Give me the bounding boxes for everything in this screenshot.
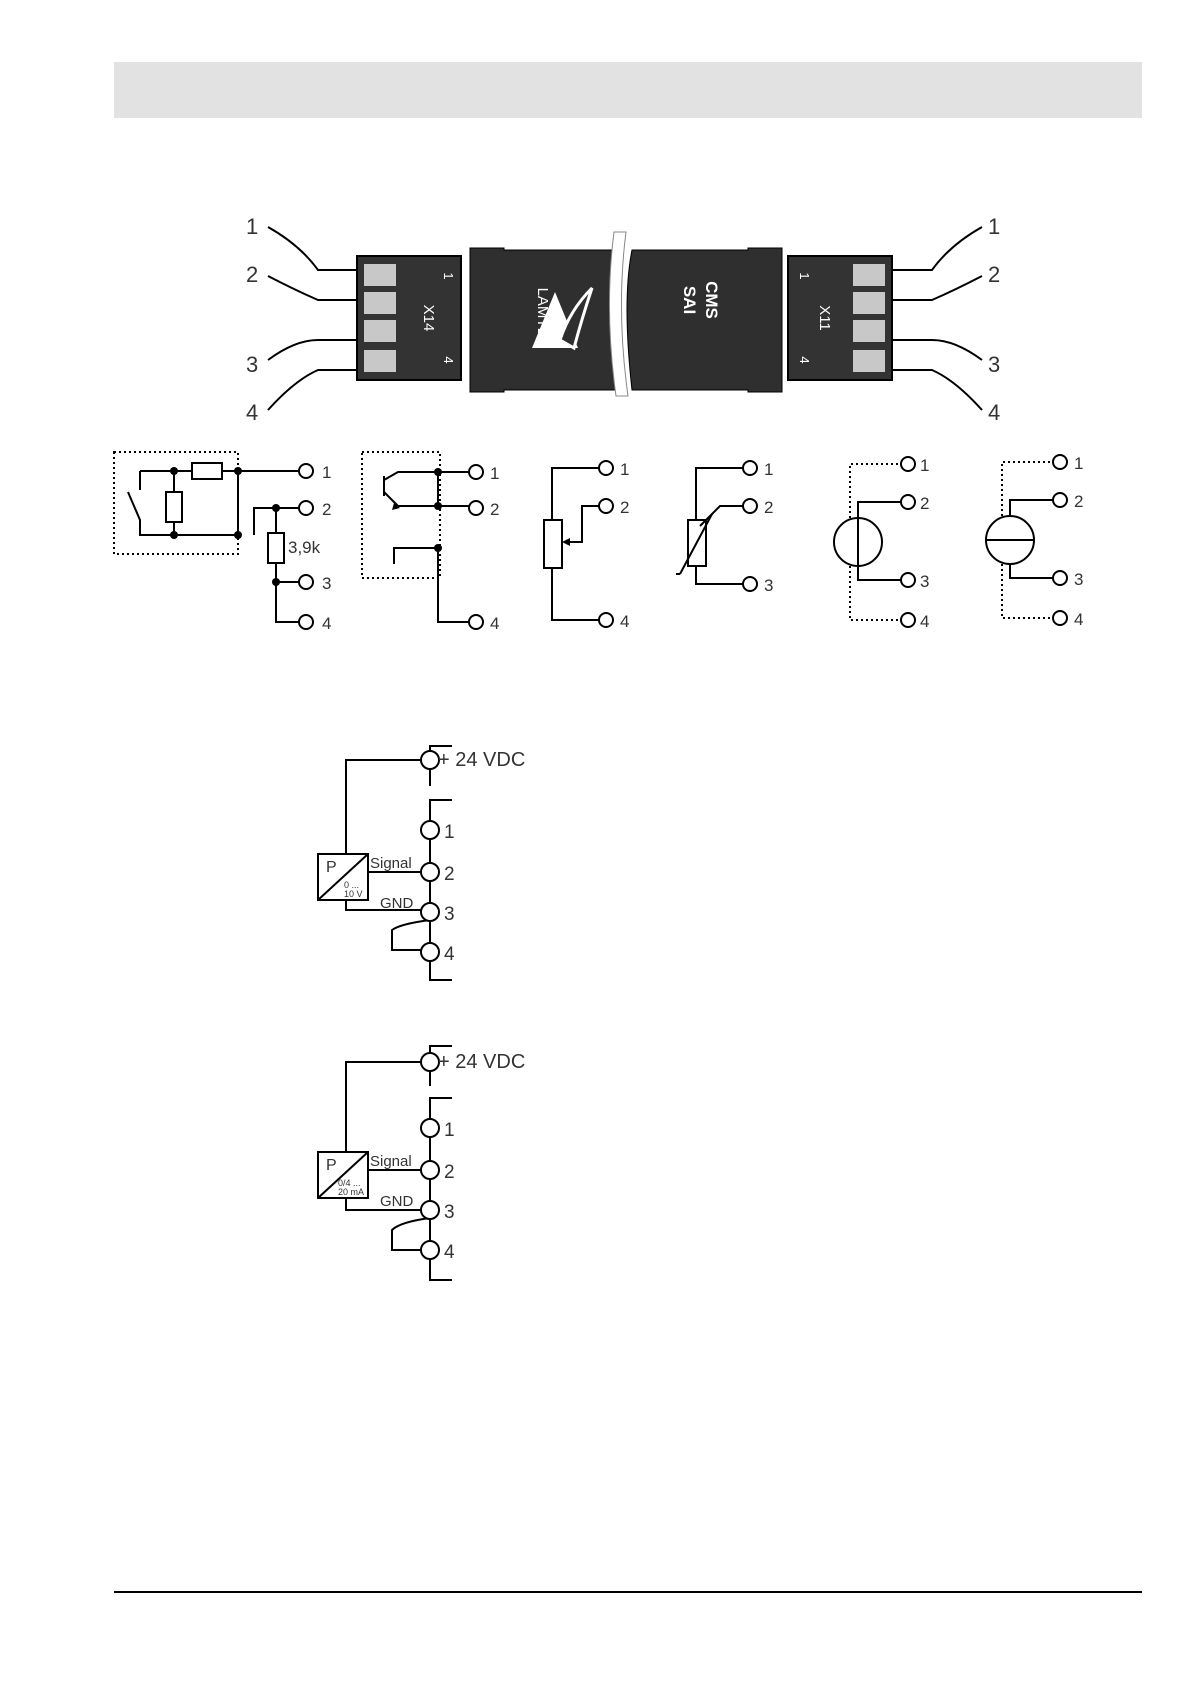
transmitter-voltage: P 0 ... 10 V Signal GND + 24 VDC 1 2 3 4 — [318, 746, 525, 980]
svg-text:2: 2 — [322, 500, 331, 519]
product-line-1: CMS — [702, 281, 721, 319]
svg-text:4: 4 — [322, 614, 331, 633]
svg-text:4: 4 — [920, 612, 929, 631]
terminal-block-x11: X11 1 4 — [788, 256, 892, 380]
circuit-thermistor: 1 2 3 — [676, 460, 773, 595]
svg-text:4: 4 — [444, 944, 455, 965]
left-wire-label-1: 1 — [246, 214, 258, 239]
tv-signal: Signal — [370, 855, 412, 872]
svg-text:1: 1 — [764, 460, 773, 479]
circuit-voltage-source: 1 2 3 4 — [834, 456, 929, 631]
svg-text:2: 2 — [444, 1162, 455, 1183]
svg-text:1: 1 — [490, 464, 499, 483]
tc-box-letter: P — [326, 1157, 337, 1174]
x11-label: X11 — [816, 305, 833, 331]
terminal-block-x14: X14 1 4 — [357, 256, 461, 380]
left-wire-label-4: 4 — [246, 400, 258, 425]
svg-text:3: 3 — [322, 574, 331, 593]
x11-pin-first: 1 — [797, 272, 812, 279]
svg-text:4: 4 — [444, 1242, 455, 1263]
x11-pin-last: 4 — [797, 356, 812, 363]
svg-text:1: 1 — [322, 463, 331, 482]
svg-text:3: 3 — [920, 572, 929, 591]
circuit-current-source: 1 2 3 4 — [986, 454, 1083, 629]
svg-text:2: 2 — [1074, 492, 1083, 511]
x14-label: X14 — [420, 305, 437, 332]
left-wire-label-2: 2 — [246, 262, 258, 287]
right-wire-label-3: 3 — [988, 352, 1000, 377]
circuit-transistor: 1 2 4 — [362, 452, 499, 633]
svg-text:1: 1 — [620, 460, 629, 479]
svg-text:4: 4 — [1074, 610, 1083, 629]
footer-rule — [114, 1591, 1142, 1593]
circuit-potentiometer: 1 2 4 — [544, 460, 629, 631]
svg-text:4: 4 — [620, 612, 629, 631]
svg-text:2: 2 — [444, 864, 455, 885]
svg-text:4: 4 — [490, 614, 499, 633]
resistor-value: 3,9k — [288, 538, 321, 557]
product-line-2: SAI — [680, 286, 699, 314]
left-wire-label-3: 3 — [246, 352, 258, 377]
svg-text:2: 2 — [620, 498, 629, 517]
transmitter-current: P 0/4 ... 20 mA Signal GND + 24 VDC 1 2 … — [318, 1046, 525, 1280]
module-housing-right — [627, 248, 782, 392]
tc-range-2: 20 mA — [338, 1187, 364, 1197]
x14-pin-last: 4 — [441, 356, 456, 363]
cms-sai-module: X14 1 4 LAMTEC CMS SAI X11 1 4 — [246, 214, 1000, 425]
tc-signal: Signal — [370, 1153, 412, 1170]
right-wire-label-2: 2 — [988, 262, 1000, 287]
tv-range-2: 10 V — [344, 889, 363, 899]
svg-text:3: 3 — [1074, 570, 1083, 589]
svg-text:3: 3 — [444, 1202, 455, 1223]
svg-text:2: 2 — [490, 500, 499, 519]
svg-text:2: 2 — [764, 498, 773, 517]
circuit-switch-resistor: 3,9k 1 2 3 4 — [114, 452, 331, 633]
svg-text:3: 3 — [764, 576, 773, 595]
right-wire-label-1: 1 — [988, 214, 1000, 239]
svg-text:1: 1 — [444, 1120, 455, 1141]
svg-text:1: 1 — [444, 822, 455, 843]
tc-gnd: GND — [380, 1193, 414, 1210]
tv-supply: + 24 VDC — [438, 749, 525, 771]
svg-text:3: 3 — [444, 904, 455, 925]
svg-text:1: 1 — [1074, 454, 1083, 473]
tv-gnd: GND — [380, 895, 414, 912]
right-wire-label-4: 4 — [988, 400, 1000, 425]
svg-text:1: 1 — [920, 456, 929, 475]
svg-text:2: 2 — [920, 494, 929, 513]
tc-supply: + 24 VDC — [438, 1051, 525, 1073]
brand-text: LAMTEC — [534, 288, 551, 349]
x14-pin-first: 1 — [441, 272, 456, 279]
tv-box-letter: P — [326, 859, 337, 876]
